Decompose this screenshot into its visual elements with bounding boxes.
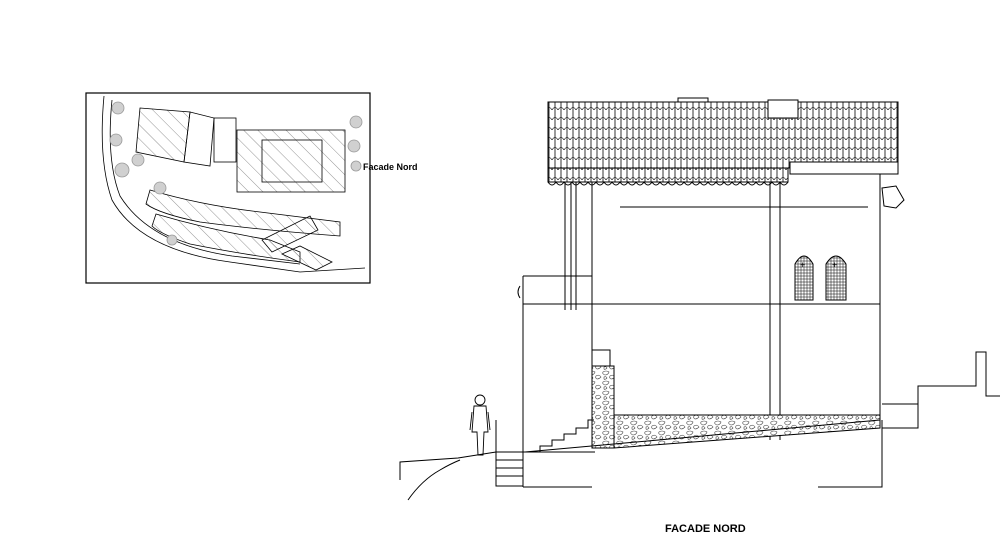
svg-text:+: + xyxy=(832,260,837,270)
elevation-title: FACADE NORD xyxy=(665,523,746,535)
lower-block xyxy=(522,275,592,487)
road-curve xyxy=(101,95,366,273)
chimney xyxy=(767,99,799,119)
ground-line xyxy=(399,419,881,480)
elevation-stairs xyxy=(525,419,594,453)
arched-windows: + + xyxy=(794,255,847,301)
svg-text:+: + xyxy=(800,260,805,270)
plan-trees xyxy=(109,101,363,246)
human-figure xyxy=(469,394,491,456)
plan-label: Facade Nord xyxy=(363,162,418,172)
stone-foundation xyxy=(591,365,615,449)
site-plan: Facade Nord xyxy=(85,92,418,284)
site-plan-frame xyxy=(85,92,371,284)
plan-stairs xyxy=(261,215,319,253)
elevation: + + FACADE NORD xyxy=(399,97,1000,535)
building-annex xyxy=(135,107,191,163)
retaining-wall xyxy=(882,351,1000,429)
roof xyxy=(547,101,899,169)
building-main xyxy=(236,129,346,193)
